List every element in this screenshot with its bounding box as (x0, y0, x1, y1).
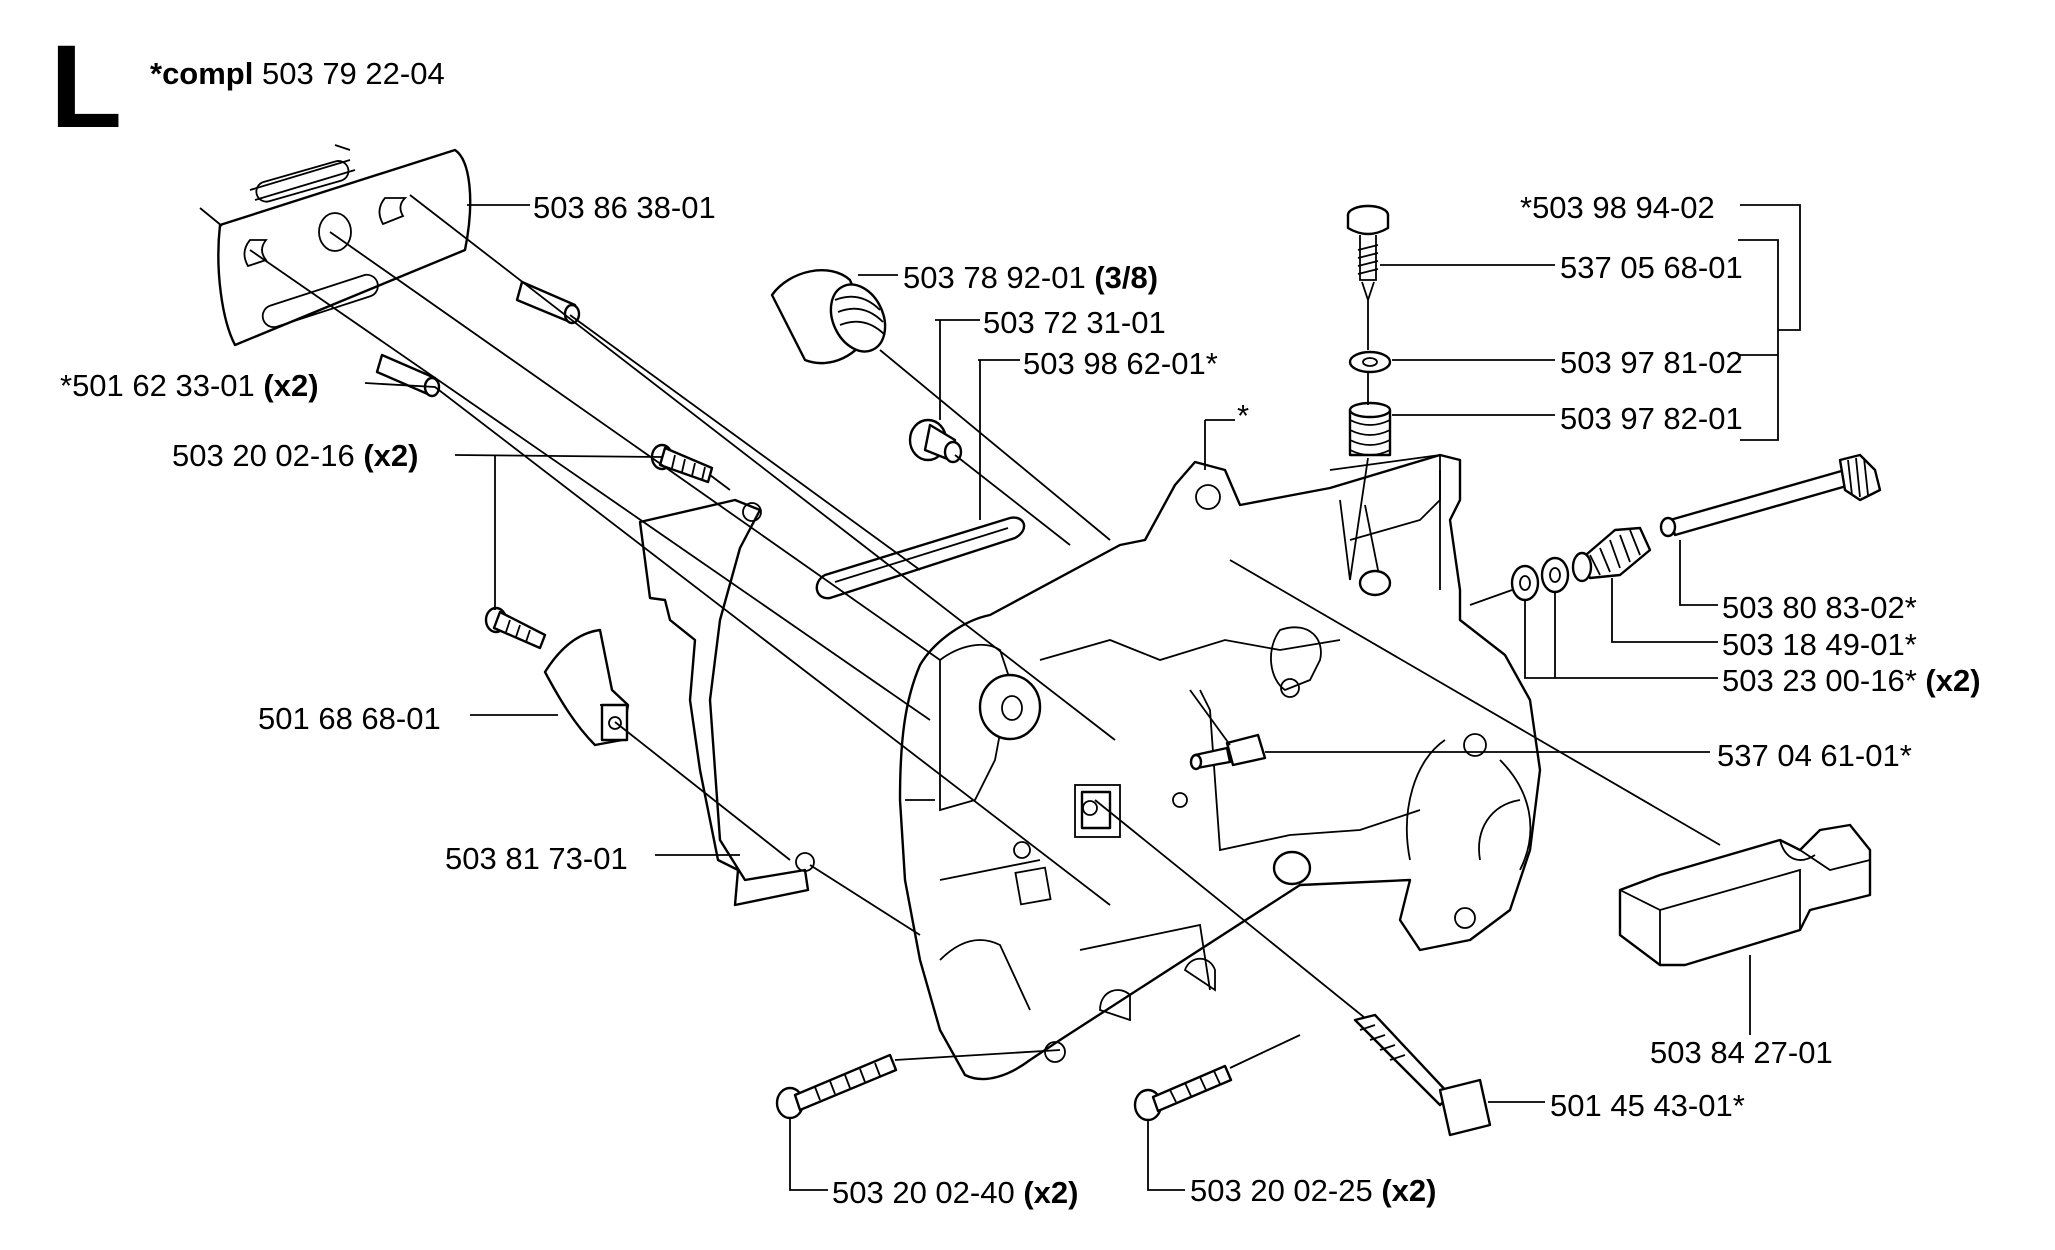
part-label: 537 05 68-01 (1560, 252, 1743, 283)
tensioner-screw-part (1659, 453, 1882, 538)
bolt-part (1133, 1064, 1233, 1122)
cover-plate-part (638, 498, 815, 907)
part-label: 501 68 68-01 (258, 703, 441, 734)
bolt-part (650, 443, 714, 484)
part-number: 501 68 68-01 (258, 701, 441, 736)
kit-number: 503 79 22-04 (261, 56, 445, 91)
part-number: 503 97 82-01 (1560, 401, 1743, 436)
part-number: 503 18 49-01* (1722, 627, 1917, 662)
part-label: 537 04 61-01* (1717, 740, 1912, 771)
kit-reference: *compl 503 79 22-04 (150, 58, 445, 89)
bumper-block-part (1618, 823, 1872, 967)
part-label: *501 62 33-01 (x2) (60, 370, 319, 401)
dowel-pin-parts (375, 280, 581, 398)
part-number: 537 04 61-01* (1717, 738, 1912, 773)
part-number: 503 20 02-25 (1190, 1173, 1373, 1208)
tensioner-spring-part (1571, 526, 1652, 583)
part-label: * (1237, 400, 1249, 431)
part-label: *503 98 94-02 (1520, 192, 1715, 223)
part-qty: (x2) (363, 438, 419, 473)
part-number: 503 86 38-01 (533, 190, 716, 225)
part-number: 503 98 62-01* (1023, 346, 1218, 381)
part-number: * (1237, 398, 1250, 433)
tensioner-washer-part (1510, 556, 1570, 602)
leader-lines (249, 194, 1801, 1191)
part-qty: (x2) (263, 368, 319, 403)
part-qty: (x2) (1023, 1175, 1079, 1210)
part-number: 503 80 83-02* (1722, 590, 1917, 625)
part-label: 503 84 27-01 (1650, 1037, 1833, 1068)
part-number: 501 45 43-01* (1550, 1088, 1745, 1123)
section-letter: L (50, 21, 123, 153)
part-label: 503 80 83-02* (1722, 592, 1917, 623)
part-number: 503 23 00-16* (1722, 663, 1917, 698)
part-qty: (3/8) (1094, 260, 1159, 295)
bolt-part (775, 1053, 898, 1120)
bar-plate-part (199, 144, 472, 347)
part-label: 503 81 73-01 (445, 843, 628, 874)
adjuster-screw-part (1346, 204, 1390, 310)
part-label: 503 97 81-02 (1560, 347, 1743, 378)
part-label: 501 45 43-01* (1550, 1090, 1745, 1121)
part-qty: (x2) (1381, 1173, 1437, 1208)
part-label: 503 23 00-16* (x2) (1722, 665, 1981, 696)
part-qty: (x2) (1925, 663, 1981, 698)
seal-part (815, 516, 1026, 600)
part-number: 503 97 81-02 (1560, 345, 1743, 380)
tensioner-nut-part (1189, 733, 1267, 771)
part-number: 503 78 92-01 (903, 260, 1086, 295)
plug-part (908, 418, 963, 464)
oil-cap-part (770, 269, 887, 365)
part-number: *503 98 94-02 (1520, 190, 1715, 225)
part-number: 503 20 02-16 (172, 438, 355, 473)
part-number: 503 20 02-40 (832, 1175, 1015, 1210)
part-label: 503 86 38-01 (533, 192, 716, 223)
part-number: 503 81 73-01 (445, 841, 628, 876)
part-number: 537 05 68-01 (1560, 250, 1743, 285)
spring-part (1348, 401, 1392, 457)
part-label: 503 20 02-25 (x2) (1190, 1175, 1436, 1206)
clutch-cover-housing (898, 453, 1542, 1081)
washer-part (1348, 350, 1392, 374)
part-number: *501 62 33-01 (60, 368, 255, 403)
part-number: 503 72 31-01 (983, 305, 1166, 340)
part-label: 503 20 02-40 (x2) (832, 1177, 1078, 1208)
kit-prefix: *compl (150, 56, 254, 91)
part-number: 503 84 27-01 (1650, 1035, 1833, 1070)
part-label: 503 98 62-01* (1023, 348, 1218, 379)
part-label: 503 20 02-16 (x2) (172, 440, 418, 471)
guide-plate-part (543, 628, 630, 747)
bolt-part (484, 606, 547, 650)
part-label: 503 97 82-01 (1560, 403, 1743, 434)
part-label: 503 18 49-01* (1722, 629, 1917, 660)
tensioner-bolt-part (1353, 1013, 1492, 1137)
part-label: 503 78 92-01 (3/8) (903, 262, 1158, 293)
part-label: 503 72 31-01 (983, 307, 1166, 338)
